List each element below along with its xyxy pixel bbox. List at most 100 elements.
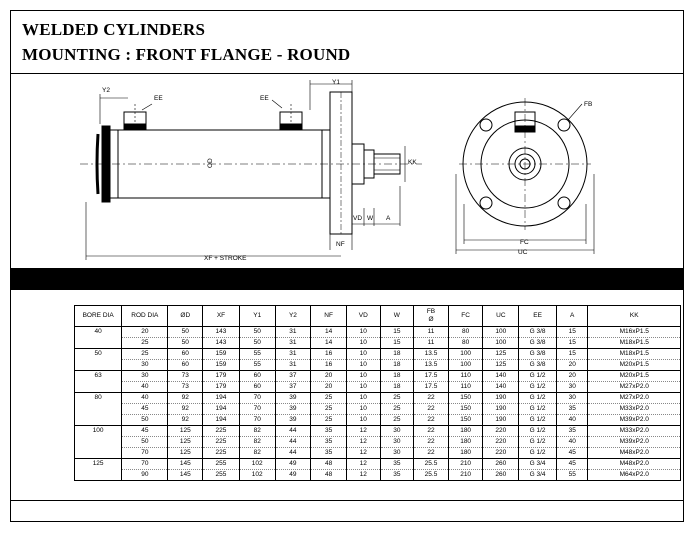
table-cell: 18 — [379, 348, 415, 360]
table-cell: 210 — [447, 469, 484, 481]
table-cell: 30 — [121, 359, 169, 371]
table-cell: 220 — [482, 447, 520, 459]
header-nf: NF — [310, 305, 347, 327]
table-cell: M48xP2.0 — [587, 458, 681, 470]
table-cell: 150 — [447, 392, 484, 404]
table-cell: 13.5 — [413, 348, 449, 360]
table-cell: 22 — [413, 447, 449, 459]
table-cell: 70 — [121, 447, 169, 459]
table-cell: 194 — [202, 414, 240, 426]
table-cell: 60 — [167, 348, 204, 360]
header-y1: Y1 — [238, 305, 276, 327]
table-cell: G 1/2 — [518, 436, 557, 448]
table-cell: 25.5 — [413, 469, 449, 481]
table-cell: 10 — [345, 337, 381, 349]
table-cell — [73, 381, 123, 393]
table-cell: 80 — [73, 392, 123, 404]
table-cell: G 3/4 — [518, 469, 557, 481]
table-cell: 13.5 — [413, 359, 449, 371]
table-cell: 40 — [73, 326, 123, 338]
table-cell: 100 — [482, 337, 520, 349]
table-cell: 44 — [274, 447, 312, 459]
table-cell: M16xP1.5 — [587, 326, 681, 338]
title-line-2: MOUNTING : FRONT FLANGE - ROUND — [22, 45, 351, 64]
table-cell: 25 — [310, 403, 347, 415]
dimension-table: BORE DIA ROD DIA ØD XF Y1 Y2 NF VD W FB … — [73, 305, 681, 481]
table-cell: 55 — [238, 348, 276, 360]
table-cell: G 3/4 — [518, 458, 557, 470]
table-cell: 92 — [167, 403, 204, 415]
table-cell: 60 — [167, 359, 204, 371]
bottom-rule — [10, 500, 684, 501]
table-cell: 31 — [274, 337, 312, 349]
label-fc: FC — [520, 239, 529, 246]
table-cell: 25 — [121, 348, 169, 360]
table-cell: M64xP2.0 — [587, 469, 681, 481]
table-cell: 12 — [345, 458, 381, 470]
table-cell: 37 — [274, 370, 312, 382]
table-cell: G 1/2 — [518, 381, 557, 393]
table-cell: 12 — [345, 447, 381, 459]
label-y1: Y1 — [332, 79, 340, 86]
table-cell: G 1/2 — [518, 447, 557, 459]
table-cell: 10 — [345, 381, 381, 393]
table-cell: M18xP1.5 — [587, 337, 681, 349]
table-cell: 25.5 — [413, 458, 449, 470]
table-cell: 10 — [345, 348, 381, 360]
header-kk: KK — [587, 305, 681, 327]
table-cell: 45 — [555, 447, 589, 459]
table-cell: 255 — [202, 469, 240, 481]
table-cell: 25 — [310, 414, 347, 426]
table-cell: G 3/8 — [518, 348, 557, 360]
label-y2: Y2 — [102, 87, 110, 94]
table-cell: 255 — [202, 458, 240, 470]
table-cell: 150 — [447, 414, 484, 426]
table-cell: 73 — [167, 370, 204, 382]
table-cell: 22 — [413, 414, 449, 426]
label-w: W — [367, 215, 374, 222]
table-cell — [73, 447, 123, 459]
table-cell — [73, 403, 123, 415]
label-fb: FB — [584, 101, 592, 108]
table-cell: 20 — [310, 381, 347, 393]
table-cell: 50 — [238, 326, 276, 338]
table-cell: 100 — [73, 425, 123, 437]
table-cell: 50 — [167, 337, 204, 349]
table-cell — [73, 337, 123, 349]
table-cell: 17.5 — [413, 370, 449, 382]
table-cell: G 3/8 — [518, 359, 557, 371]
table-cell: 15 — [555, 337, 589, 349]
table-cell: 180 — [447, 425, 484, 437]
table-cell — [73, 359, 123, 371]
table-cell: 45 — [121, 403, 169, 415]
label-ee-right: EE — [260, 95, 269, 102]
table-cell: M33xP2.0 — [587, 403, 681, 415]
table-cell: 225 — [202, 436, 240, 448]
label-ee-left: EE — [154, 95, 163, 102]
table-cell: 63 — [73, 370, 123, 382]
table-cell: 35 — [379, 458, 415, 470]
table-cell: 125 — [482, 359, 520, 371]
table-cell: 16 — [310, 348, 347, 360]
label-kk: KK — [408, 159, 417, 166]
table-cell: G 1/2 — [518, 425, 557, 437]
table-cell: 190 — [482, 392, 520, 404]
table-cell: 12 — [345, 469, 381, 481]
table-cell: 39 — [274, 414, 312, 426]
table-cell: 90 — [121, 469, 169, 481]
table-cell: 48 — [310, 469, 347, 481]
table-cell: 11 — [413, 337, 449, 349]
table-cell: 220 — [482, 425, 520, 437]
header-uc: UC — [482, 305, 520, 327]
table-cell: 39 — [274, 403, 312, 415]
table-cell: 45 — [121, 425, 169, 437]
label-xf-stroke: XF + STROKE — [204, 255, 247, 262]
table-cell: 20 — [555, 370, 589, 382]
table-cell: 30 — [379, 436, 415, 448]
table-cell: 31 — [274, 348, 312, 360]
table-cell: 225 — [202, 425, 240, 437]
